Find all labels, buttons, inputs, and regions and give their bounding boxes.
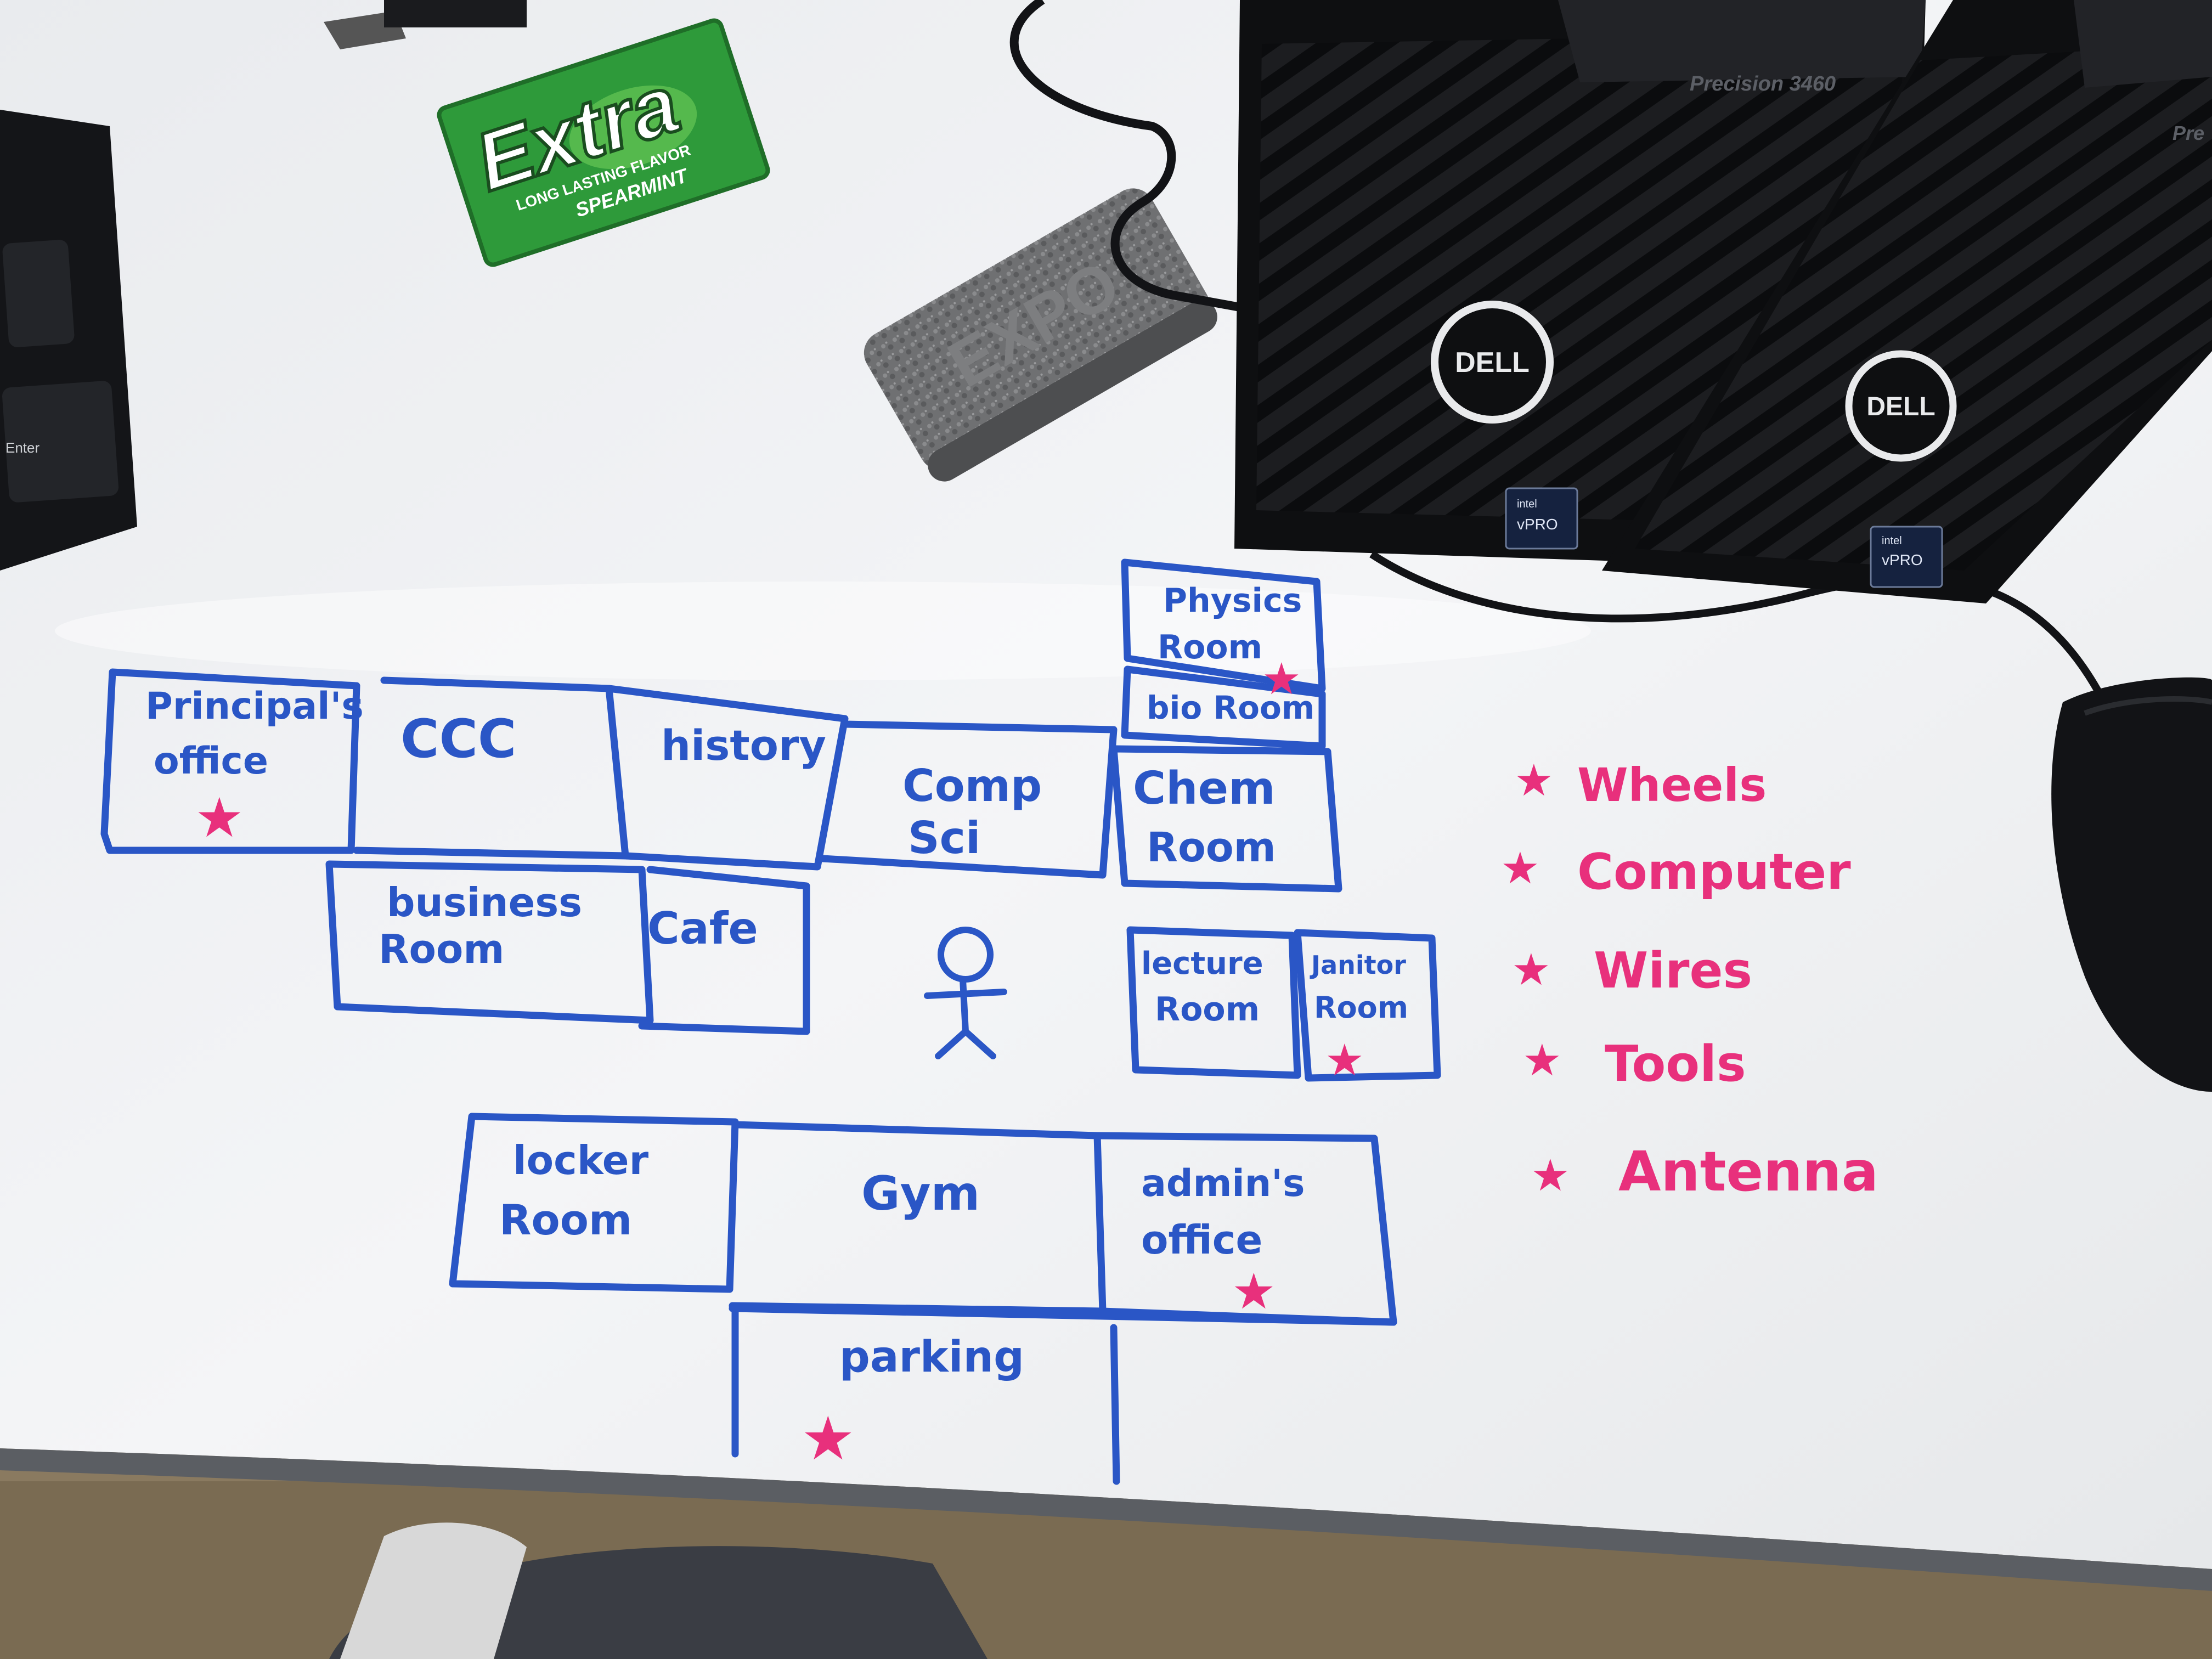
- intel-text: intel: [1517, 498, 1537, 510]
- keyboard-key[interactable]: [2, 239, 75, 348]
- room-label-janitor: Room: [1314, 990, 1408, 1025]
- computer-mouse[interactable]: [2051, 677, 2212, 1092]
- star-icon: ★: [195, 787, 244, 849]
- room-label-locker: Room: [499, 1195, 632, 1244]
- room-label-admin: admin's: [1141, 1162, 1305, 1205]
- room-label-compsci: Sci: [908, 812, 980, 864]
- room-label-physics: Physics: [1163, 582, 1302, 620]
- room-label-gym: Gym: [861, 1166, 980, 1221]
- room-outline-history: [605, 685, 849, 871]
- star-icon: ★: [1500, 844, 1540, 893]
- tower-model: Precision 3460: [1690, 72, 1836, 95]
- room-outline-physics: [1121, 558, 1326, 692]
- room-label-admin: office: [1141, 1217, 1262, 1263]
- pc-tower[interactable]: Precision 3460 DELL intel vPRO: [1234, 0, 1926, 571]
- star-icon: ★: [1511, 945, 1551, 994]
- stick-figure: [924, 927, 1007, 1059]
- room-label-business: Room: [379, 926, 504, 972]
- desk-edge: [0, 1448, 2212, 1591]
- legend-item: Antenna: [1618, 1139, 1878, 1204]
- room-label-lecture: lecture: [1141, 946, 1263, 981]
- dry-erase-eraser[interactable]: EXPO: [856, 180, 1223, 488]
- dell-logo: [1431, 301, 1554, 424]
- monitor-stand: [384, 0, 527, 27]
- pc-tower[interactable]: Pre DELL intel vPRO: [1602, 0, 2212, 603]
- star-icon: ★: [1522, 1036, 1562, 1085]
- dell-logo-text: DELL: [1866, 392, 1935, 421]
- room-label-compsci: Comp: [902, 760, 1042, 811]
- keyboard[interactable]: Enter: [0, 110, 137, 571]
- tower-model: Pre: [2172, 122, 2204, 144]
- room-outline-business: [325, 860, 654, 1024]
- star-icon: ★: [1262, 654, 1301, 703]
- room-label-principals: office: [154, 740, 268, 783]
- legend-item: Computer: [1577, 843, 1851, 901]
- room-outline-chem: [1110, 745, 1342, 893]
- intel-text: intel: [1882, 535, 1902, 547]
- enter-key-label: Enter: [5, 439, 40, 456]
- star-icon: ★: [801, 1405, 855, 1472]
- intel-vpro-badge: [1870, 526, 1943, 588]
- power-cable: [1009, 0, 1241, 312]
- room-label-history: history: [661, 721, 826, 770]
- star-icon: ★: [1232, 1265, 1276, 1319]
- intel-vpro-badge: [1505, 487, 1578, 550]
- room-label-principals: Principal's: [145, 685, 364, 728]
- star-icon: ★: [1325, 1036, 1364, 1085]
- item-legend: ★ Wheels ★ Computer ★ Wires ★ Tools ★ An…: [1500, 756, 1878, 1204]
- light-glare: [55, 582, 1591, 680]
- power-cable: [1369, 551, 2105, 699]
- room-outline-locker: [449, 1113, 739, 1293]
- room-outline-ccc: [353, 676, 629, 860]
- room-label-chem: Chem: [1133, 763, 1276, 815]
- room-label-cafe: Cafe: [647, 903, 758, 954]
- vpro-text: vPRO: [1882, 551, 1923, 568]
- room-outline-lecture: [1126, 926, 1301, 1079]
- vpro-text: vPRO: [1517, 516, 1558, 533]
- dell-logo: [1845, 350, 1957, 462]
- star-icon: ★: [1514, 756, 1554, 805]
- room-label-bio: bio Room: [1147, 689, 1314, 726]
- room-outline-janitor: [1294, 929, 1441, 1082]
- room-outline-compsci: [819, 720, 1118, 879]
- legend-item: Tools: [1605, 1035, 1746, 1093]
- gum-pack[interactable]: Extra LONG LASTING FLAVOR SPEARMINT: [437, 18, 770, 267]
- room-outline-principals: [100, 668, 360, 854]
- school-map-drawing: Principal's office CCC history Comp Sci …: [100, 558, 1878, 1485]
- room-label-locker: locker: [513, 1137, 649, 1183]
- legend-item: Wheels: [1577, 758, 1767, 812]
- room-outline-cafe: [638, 866, 810, 1035]
- room-outline-parking: [729, 1305, 1397, 1485]
- legend-item: Wires: [1594, 942, 1752, 1000]
- star-icon: ★: [1531, 1151, 1570, 1200]
- room-label-parking: parking: [839, 1333, 1024, 1382]
- keyboard-key[interactable]: [2, 380, 119, 503]
- room-outline-bio: [1121, 665, 1326, 750]
- room-label-ccc: CCC: [400, 708, 516, 770]
- dell-logo-text: DELL: [1455, 347, 1530, 379]
- room-label-business: business: [387, 879, 582, 926]
- room-label-physics: Room: [1158, 628, 1262, 667]
- room-outline-gym: [729, 1121, 1107, 1315]
- room-label-chem: Room: [1147, 824, 1276, 871]
- room-label-lecture: Room: [1155, 990, 1260, 1029]
- room-label-janitor: Janitor: [1310, 950, 1406, 980]
- sneaker: [340, 1522, 527, 1659]
